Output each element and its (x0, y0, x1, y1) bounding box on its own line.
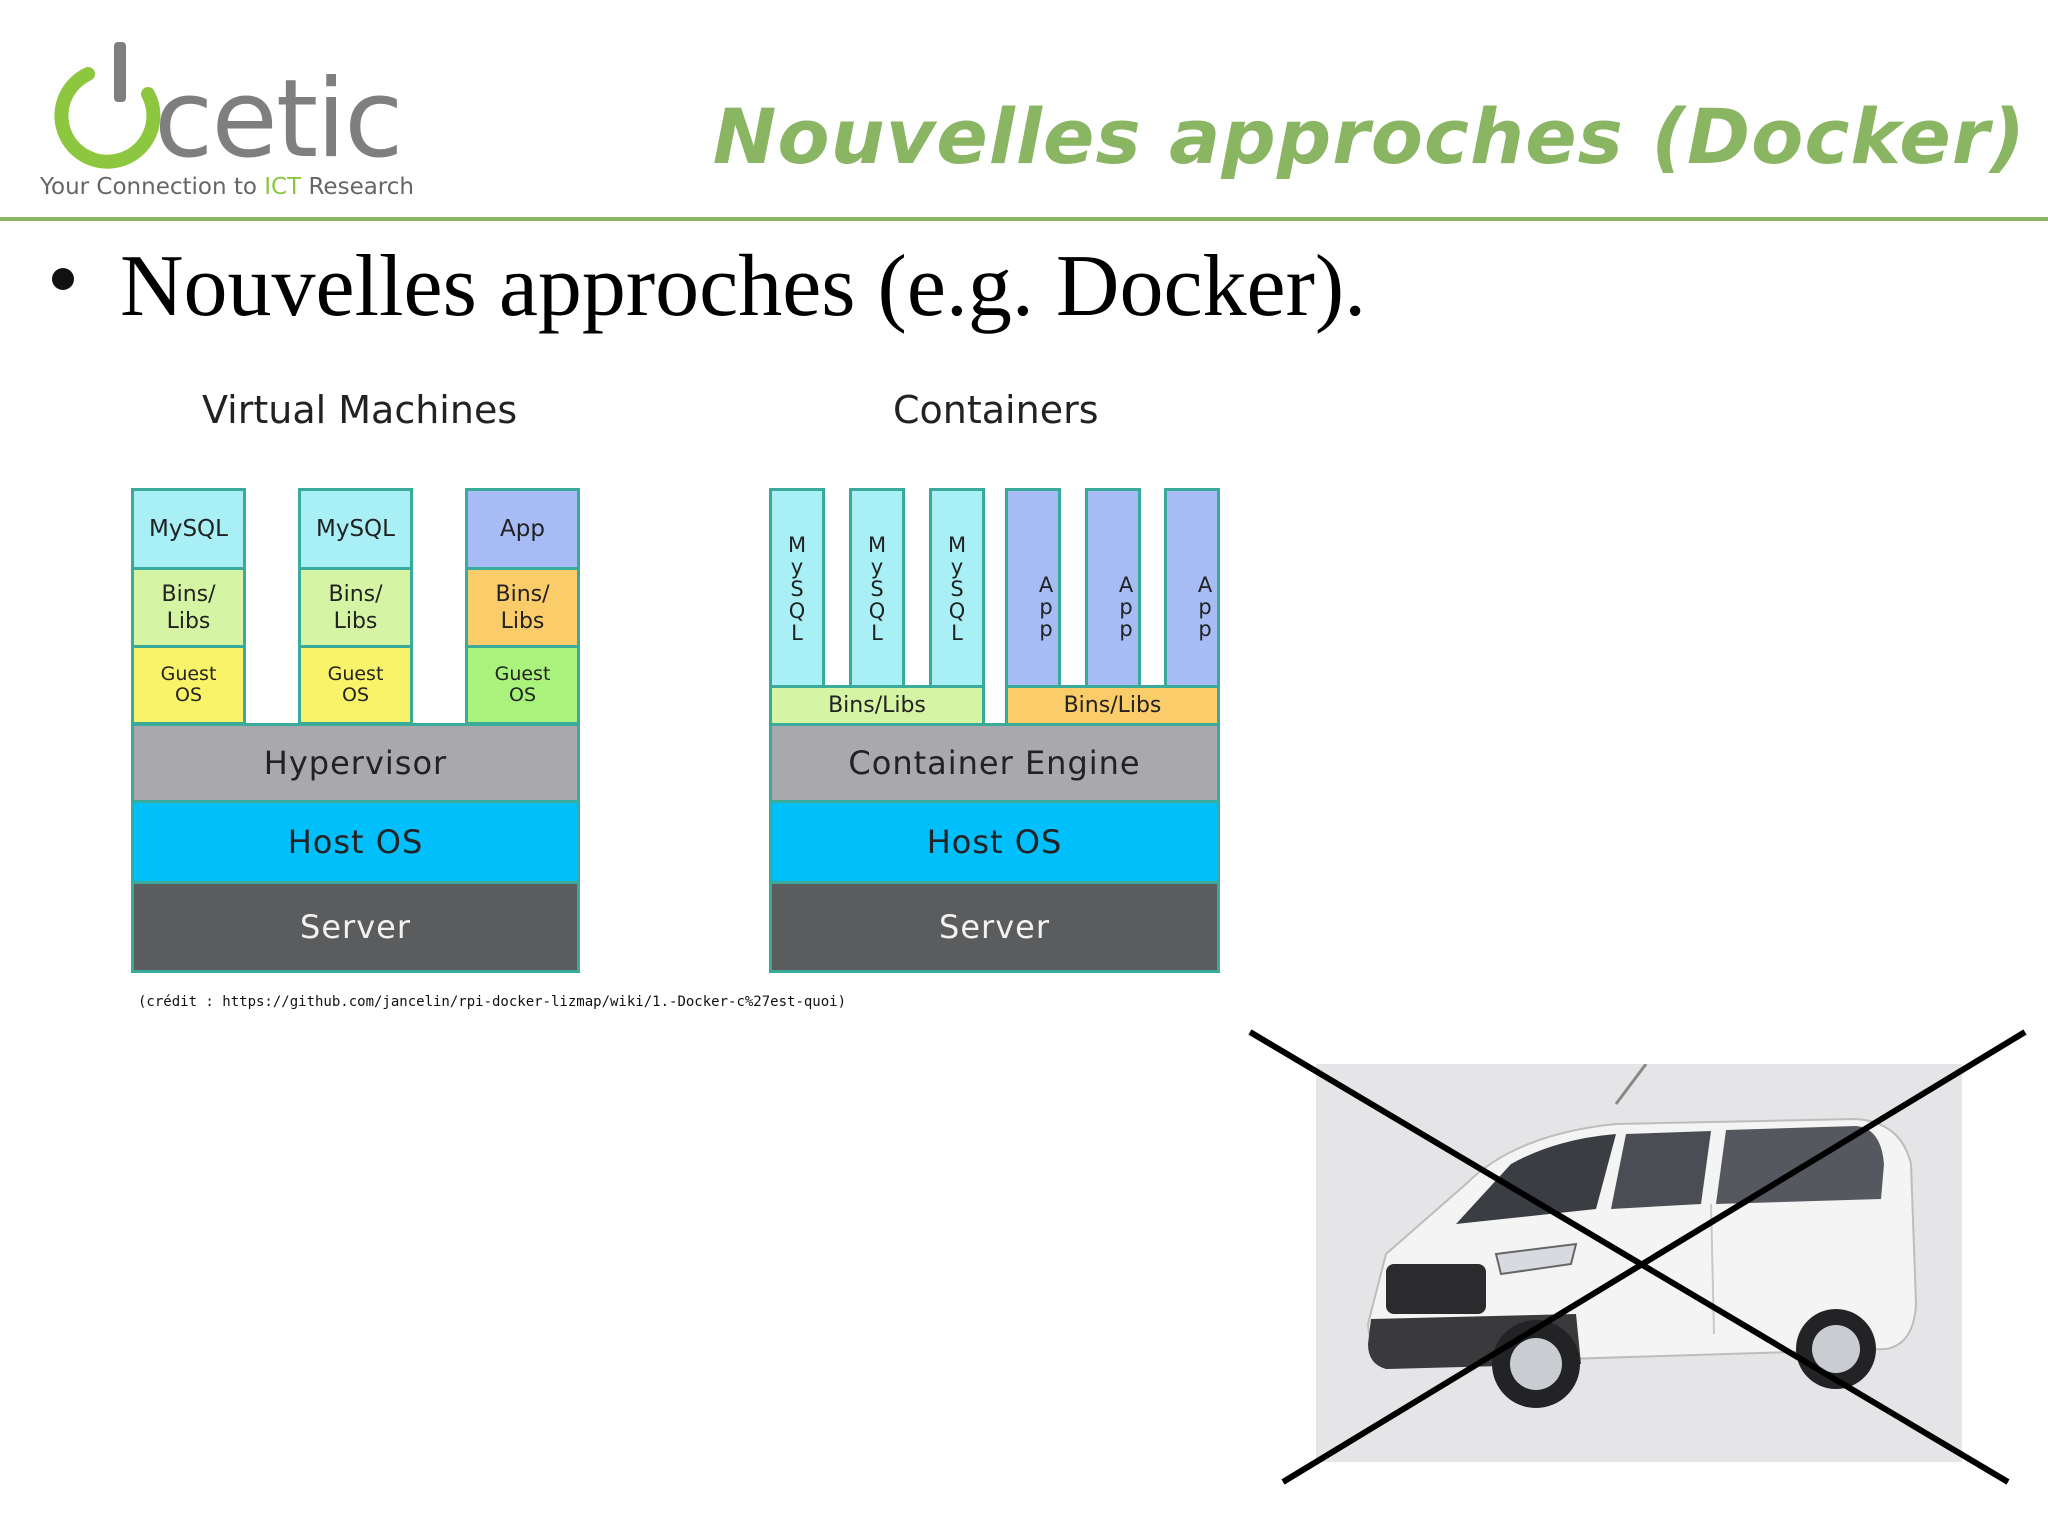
vm-guest-os-box: Guest OS (131, 645, 246, 725)
title-divider (0, 217, 2048, 221)
containers-heading: Containers (893, 388, 1099, 432)
container-engine-layer: Container Engine (769, 723, 1220, 803)
hypervisor-layer: Hypervisor (131, 723, 580, 803)
vm-libs-box: Bins/ Libs (298, 567, 413, 648)
container-app-box: App (1164, 488, 1220, 688)
container-app-box: MySQL (849, 488, 905, 688)
container-server-layer: Server (769, 881, 1220, 973)
vm-app-box: App (465, 488, 580, 570)
container-host-os-layer: Host OS (769, 800, 1220, 884)
container-app-box: App (1005, 488, 1061, 688)
vm-app-box: MySQL (131, 488, 246, 570)
vm-libs-box: Bins/ Libs (465, 567, 580, 648)
power-logo-icon (54, 42, 161, 169)
container-app-box: MySQL (769, 488, 825, 688)
vm-libs-box: Bins/ Libs (131, 567, 246, 648)
vm-guest-os-box: Guest OS (465, 645, 580, 725)
container-libs-bar: Bins/Libs (1005, 685, 1220, 726)
slide-title: Nouvelles approches (Docker) (712, 92, 2026, 181)
image-credit: (crédit : https://github.com/jancelin/rp… (138, 994, 847, 1010)
logo-tagline: Your Connection to ICT Research (40, 174, 414, 200)
container-app-box: MySQL (929, 488, 985, 688)
bullet-icon (52, 268, 74, 290)
vm-host-os-layer: Host OS (131, 800, 580, 884)
vm-app-box: MySQL (298, 488, 413, 570)
vm-heading: Virtual Machines (202, 388, 518, 432)
bullet-text: Nouvelles approches (e.g. Docker). (120, 238, 1367, 335)
vm-server-layer: Server (131, 881, 580, 973)
vm-guest-os-box: Guest OS (298, 645, 413, 725)
container-app-box: App (1085, 488, 1141, 688)
cross-out-icon (1248, 1029, 2027, 1485)
logo-wordmark: cetic (154, 57, 404, 182)
container-libs-bar: Bins/Libs (769, 685, 985, 726)
cetic-logo: cetic Your Connection to ICT Research (36, 36, 416, 206)
